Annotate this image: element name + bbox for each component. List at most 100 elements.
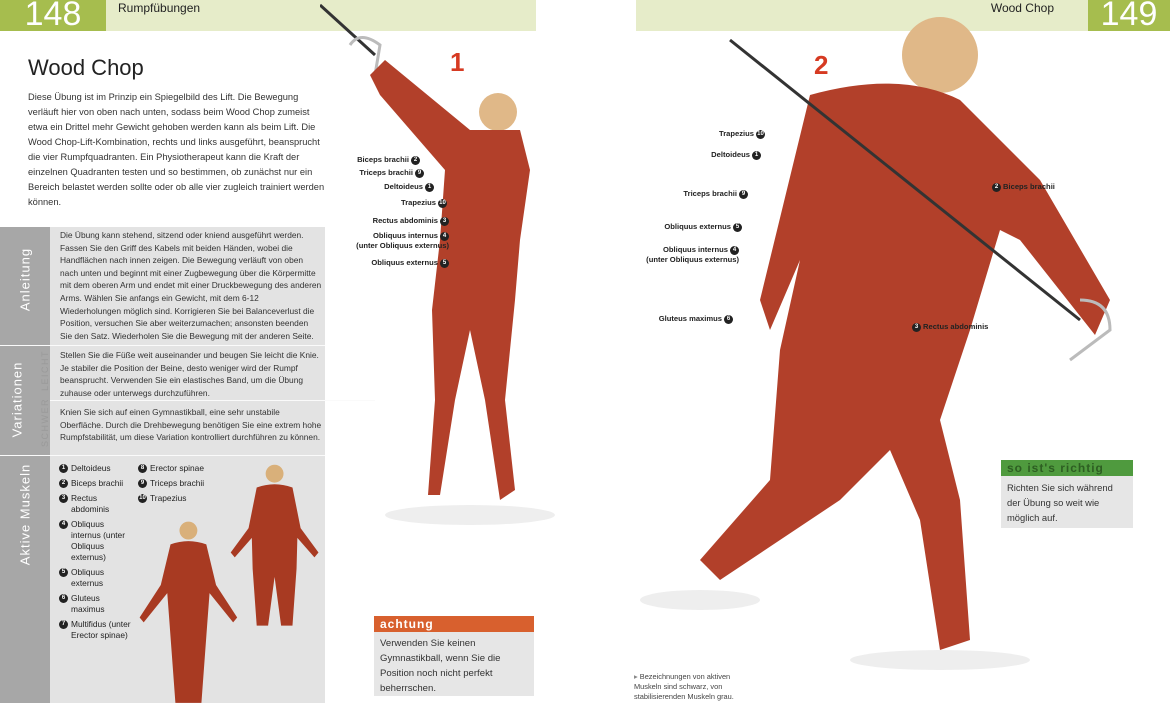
panel-label-column (0, 227, 50, 703)
number-badge-icon: 9 (739, 189, 748, 199)
warning-title: achtung (374, 616, 534, 632)
number-badge-icon: 1 (752, 150, 761, 160)
leicht-text: Stellen Sie die Füße weit auseinander un… (60, 350, 319, 398)
muscle-label-text: Obliquus externus (371, 258, 438, 267)
section-title-right: Wood Chop (990, 1, 1054, 15)
number-badge-icon: 1 (425, 182, 434, 192)
muscle-diagram-front-back (139, 464, 319, 703)
muscle-label-text: Rectus abdominis (372, 216, 438, 225)
step-number-2: 2 (814, 50, 829, 80)
anleitung-text: Die Übung kann stehend, sitzend oder kni… (60, 230, 322, 341)
muscle-label-text: Triceps brachii (683, 189, 737, 198)
page-number-left: 148 (0, 0, 106, 31)
muscle-label-text: Gluteus maximus (658, 314, 722, 323)
step-number-1: 1 (450, 47, 465, 77)
muscle-name: Triceps brachii (150, 478, 205, 488)
number-badge-icon: 5 (440, 258, 449, 268)
page-number-right: 149 (1088, 0, 1170, 31)
anleitung-label: Anleitung (17, 247, 33, 312)
tip-text: Richten Sie sich während der Übung so we… (1007, 482, 1113, 523)
number-badge-icon: 2 (59, 479, 68, 488)
number-badge-icon: 3 (59, 494, 68, 503)
muscle-label-text: Trapezius (718, 129, 754, 138)
schwer-text: Knien Sie sich auf einen Gymnastikball, … (60, 407, 322, 443)
muscle-name: Deltoideus (71, 463, 111, 473)
muscle-name: Erector spinae (150, 463, 204, 473)
number-badge-icon: 5 (733, 222, 742, 232)
figure-1-muscle-illustration (320, 3, 555, 525)
number-badge-icon: 10 (138, 494, 147, 503)
section-title: Rumpfübungen (118, 1, 201, 15)
number-badge-icon: 9 (138, 479, 147, 488)
number-badge-icon: 2 (992, 182, 1001, 192)
number-badge-icon: 3 (912, 322, 921, 332)
exercise-info-panel: Anleitung Die Übung kann stehend, sitzen… (0, 227, 375, 703)
muscle-name: Trapezius (150, 493, 187, 503)
number-badge-icon: 3 (440, 216, 449, 226)
muscle-name: Biceps brachii (71, 478, 124, 488)
muscle-label-text: Deltoideus (384, 182, 423, 191)
muscle-label-text: Obliquus internus (373, 231, 438, 240)
muscle-label-text: Obliquus externus (664, 222, 731, 231)
number-badge-icon: 4 (730, 245, 739, 255)
figure-2-muscle-illustration (640, 17, 1112, 670)
number-badge-icon: 6 (724, 314, 733, 324)
muscle-label-text: Deltoideus (711, 150, 750, 159)
variationen-label: Variationen (9, 361, 25, 438)
schwer-label: SCHWER (40, 398, 50, 447)
legend-note-text: Bezeichnungen von aktiven Muskeln sind s… (634, 672, 734, 701)
number-badge-icon: 2 (411, 155, 420, 165)
warning-text: Verwenden Sie keinen Gymnastikball, wenn… (380, 638, 501, 694)
muscle-label-subtext: (unter Obliquus externus) (356, 241, 449, 250)
number-badge-icon: 9 (415, 168, 424, 178)
muscle-label-text: Obliquus internus (663, 245, 728, 254)
number-badge-icon: 10 (438, 198, 447, 208)
muscle-label-text: Biceps brachii (1003, 182, 1055, 191)
muscle-label-text: Rectus abdominis (923, 322, 989, 331)
muscle-name: Gluteus maximus (71, 593, 105, 614)
muscle-label-text: Trapezius (400, 198, 436, 207)
muscle-name: Multifidus (unter Erector spinae) (71, 619, 131, 640)
number-badge-icon: 4 (59, 520, 68, 529)
number-badge-icon: 10 (756, 129, 765, 139)
muscle-name: Obliquus internus (unter Obliquus extern… (71, 519, 125, 562)
intro-text: Diese Übung ist im Prinzip ein Spiegelbi… (28, 92, 325, 207)
section-header-right: Wood Chop (636, 0, 1088, 31)
legend-note: ▸ Bezeichnungen von aktiven Muskeln sind… (634, 672, 759, 702)
triangle-bullet-icon: ▸ (634, 672, 640, 681)
number-badge-icon: 6 (59, 594, 68, 603)
leicht-label: LEICHT (40, 349, 50, 391)
muscle-name: Obliquus externus (71, 567, 105, 588)
number-badge-icon: 1 (59, 464, 68, 473)
muscle-label-text: Triceps brachii (359, 168, 413, 177)
aktive-muskeln-label: Aktive Muskeln (17, 463, 33, 566)
page-title: Wood Chop (28, 55, 144, 80)
muscle-name: Rectus abdominis (71, 493, 110, 514)
muscle-label-text: Biceps brachii (357, 155, 409, 164)
